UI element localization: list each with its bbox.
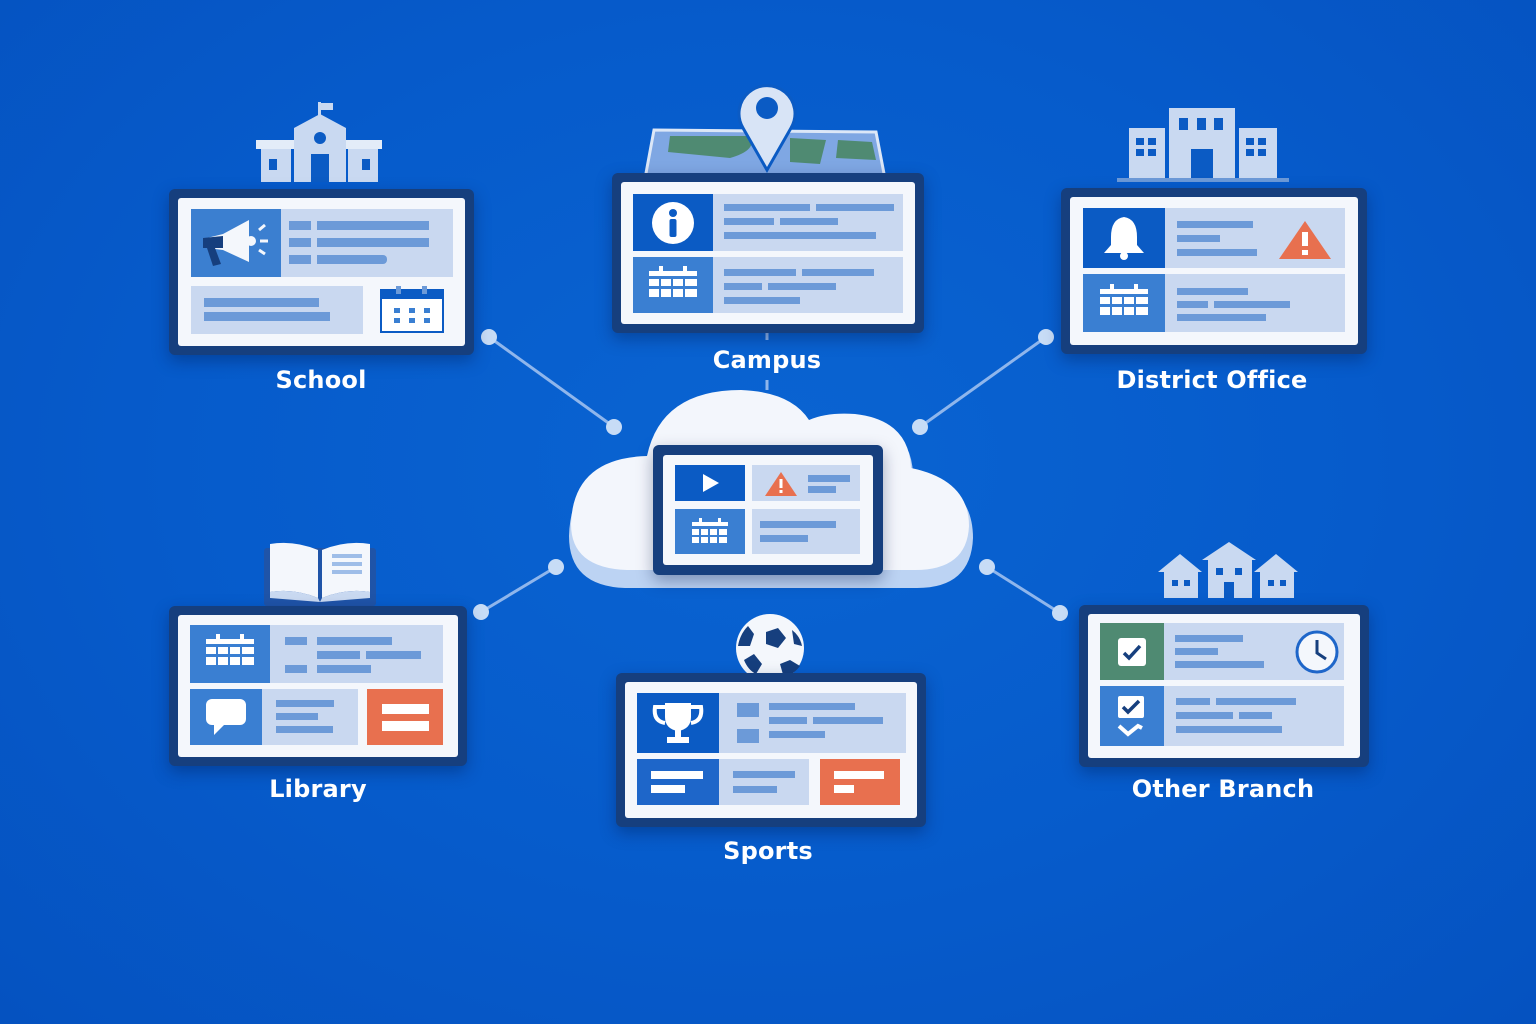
bell-icon xyxy=(1104,217,1144,260)
calendar-tile xyxy=(1083,274,1165,332)
checklist-panel xyxy=(1164,686,1344,746)
sports-screen[interactable] xyxy=(616,673,926,827)
trophy-icon xyxy=(652,703,704,743)
campus-screen[interactable] xyxy=(612,173,924,333)
checkbox-icon xyxy=(1118,637,1146,666)
scores-panel xyxy=(719,693,906,753)
play-tile[interactable] xyxy=(675,465,745,501)
play-icon xyxy=(703,474,719,492)
megaphone-icon xyxy=(203,220,268,266)
results-panel xyxy=(719,759,809,805)
alert-card xyxy=(820,759,900,805)
schedule-panel xyxy=(713,257,903,313)
district-office-screen[interactable] xyxy=(1061,188,1367,354)
node-label-district-office: District Office xyxy=(1116,366,1308,394)
info-tile xyxy=(633,194,713,251)
open-book-icon xyxy=(264,540,376,606)
bell-tile xyxy=(1083,208,1165,268)
node-label-school: School xyxy=(275,366,367,394)
clock-icon xyxy=(1295,630,1339,674)
node-label-library: Library xyxy=(269,775,367,803)
chat-bubble-icon xyxy=(206,699,246,735)
school-building-icon xyxy=(256,102,384,184)
calendar-tile xyxy=(190,625,270,683)
checkbox-tile xyxy=(1100,623,1164,680)
events-panel xyxy=(270,625,443,683)
warning-icon xyxy=(765,472,797,496)
checklist-tile xyxy=(1100,686,1164,746)
text-card xyxy=(637,759,719,805)
calendar-tile xyxy=(633,257,713,313)
calendar-icon xyxy=(692,517,728,543)
calendar-tile xyxy=(675,509,745,554)
chat-tile xyxy=(190,689,262,745)
cloud-hub-screen[interactable] xyxy=(653,445,883,575)
school-screen[interactable] xyxy=(169,189,474,355)
megaphone-tile xyxy=(191,209,281,277)
alert-panel xyxy=(1165,208,1345,268)
alert-panel xyxy=(752,465,860,501)
tasks-panel xyxy=(1164,623,1344,680)
warning-icon xyxy=(1279,221,1331,259)
calendar-icon xyxy=(206,634,254,665)
calendar-icon xyxy=(649,266,697,297)
library-screen[interactable] xyxy=(169,606,467,766)
calendar-icon xyxy=(1100,284,1148,315)
schedule-panel xyxy=(1165,274,1345,332)
calendar-tile xyxy=(380,286,444,334)
messages-panel xyxy=(262,689,358,745)
calendar-icon xyxy=(380,286,444,333)
houses-icon xyxy=(1158,542,1300,600)
trophy-tile xyxy=(637,693,719,753)
notice-panel xyxy=(191,286,363,334)
text-panel xyxy=(752,509,860,554)
info-panel xyxy=(713,194,903,251)
info-icon xyxy=(652,201,694,244)
soccer-ball-icon xyxy=(734,612,806,676)
node-label-campus: Campus xyxy=(712,346,822,374)
alert-card xyxy=(367,689,443,745)
map-pin-icon xyxy=(735,78,799,174)
other-branch-screen[interactable] xyxy=(1079,605,1369,767)
checklist-icon xyxy=(1117,696,1144,737)
node-label-other-branch: Other Branch xyxy=(1131,775,1315,803)
node-label-sports: Sports xyxy=(723,837,813,865)
announcement-panel xyxy=(281,209,453,277)
office-buildings-icon xyxy=(1117,108,1289,182)
